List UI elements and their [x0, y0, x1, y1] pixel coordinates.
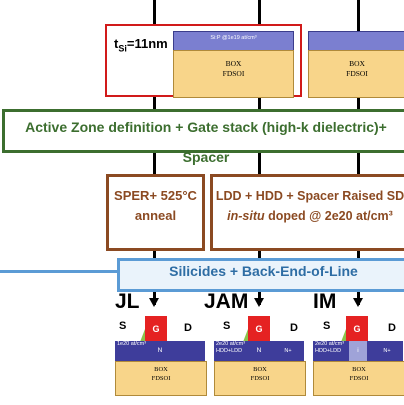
step-sper-anneal: SPER+ 525°C anneal	[106, 174, 205, 251]
device-label-jl: JL	[115, 290, 140, 313]
arrow-down-jl	[149, 298, 159, 307]
fdsoi-label-jl: FDSOI	[151, 375, 171, 382]
box-label-jam: BOX	[253, 366, 267, 373]
channel-im: 2e20 at/cm³ HDD+LDD i N+	[313, 341, 403, 361]
drain-label-jl: D	[184, 322, 192, 334]
sper-line1: SPER+ 525°C	[114, 188, 197, 203]
step-active-zone: Active Zone definition + Gate stack (hig…	[2, 109, 404, 165]
source-label-jl: S	[119, 320, 127, 332]
ldd-line2: in-situ doped @ 2e20 at/cm³	[227, 209, 393, 223]
box-fdsoi-jl: BOX FDSOI	[115, 361, 207, 396]
channel-center-jl: N	[157, 347, 163, 354]
silicides-separator-left	[0, 270, 118, 273]
channel-jam: 2e20 at/cm³ HDD+LDD N N+	[214, 341, 304, 361]
gate-jam: G	[248, 316, 270, 342]
step-silicides-beol: Silicides + Back-End-of-Line	[117, 258, 404, 292]
drain-label-im: D	[388, 322, 396, 334]
box-label-im: BOX	[352, 366, 366, 373]
si-layer-right	[308, 31, 404, 52]
arrow-down-jam	[254, 298, 264, 307]
channel-center-jam: N	[256, 347, 262, 354]
step-ldd-hdd-raised-sd: LDD + HDD + Spacer Raised SD in-situ dop…	[210, 174, 404, 251]
box-fdsoi-im: BOX FDSOI	[313, 361, 404, 396]
box-fdsoi-jam: BOX FDSOI	[214, 361, 306, 396]
sper-line2: anneal	[134, 208, 177, 223]
channel-left-im: 2e20 at/cm³ HDD+LDD	[315, 341, 345, 354]
box-label-jl: BOX	[154, 366, 168, 373]
fdsoi-label: FDSOI	[222, 69, 245, 78]
ldd-line1: LDD + HDD + Spacer Raised SD	[215, 189, 404, 203]
source-label-im: S	[323, 320, 331, 332]
source-label-jam: S	[223, 320, 231, 332]
channel-left-jl: 1e20 at/cm³	[117, 341, 147, 347]
channel-left-jam: 2e20 at/cm³ HDD+LDD	[216, 341, 246, 354]
fdsoi-label-jam: FDSOI	[250, 375, 270, 382]
gate-im: G	[346, 316, 368, 342]
fdsoi-label-im: FDSOI	[349, 375, 369, 382]
device-label-im: IM	[313, 290, 337, 313]
channel-center-im: i	[349, 341, 367, 361]
channel-right-im: N+	[383, 348, 391, 354]
box-label-right: BOX	[349, 59, 365, 68]
tsi-label: tSi=11nm	[114, 36, 168, 54]
drain-label-jam: D	[290, 322, 298, 334]
device-label-jam: JAM	[204, 290, 249, 313]
box-fdsoi-layer: BOX FDSOI	[173, 50, 294, 98]
fdsoi-label-right: FDSOI	[346, 69, 368, 78]
box-label: BOX	[225, 59, 242, 68]
gate-jl: G	[145, 316, 167, 342]
channel-right-jam: N+	[284, 348, 292, 354]
channel-jl: 1e20 at/cm³ N	[115, 341, 205, 361]
box-fdsoi-layer-right: BOX FDSOI	[308, 50, 404, 98]
si-doped-layer: Si:P @1e19 at/cm³	[173, 31, 294, 52]
arrow-down-im	[353, 298, 363, 307]
